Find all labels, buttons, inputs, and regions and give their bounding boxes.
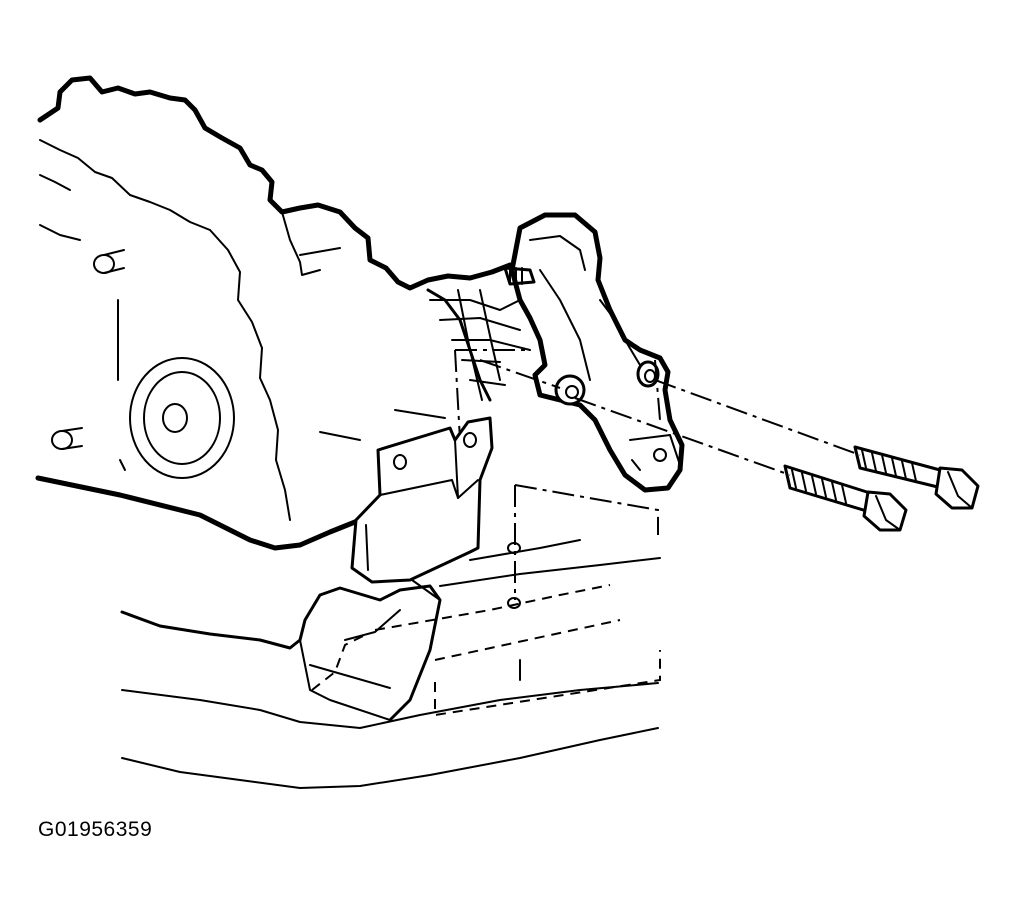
mount-bolt-lower [783,464,908,532]
engine-block [35,75,513,551]
engine-mount-bracket [426,212,685,493]
support-bracket [350,416,521,609]
crossmember [120,539,661,789]
mount-bolt-upper [853,445,980,510]
figure-caption: G01956359 [38,818,153,841]
